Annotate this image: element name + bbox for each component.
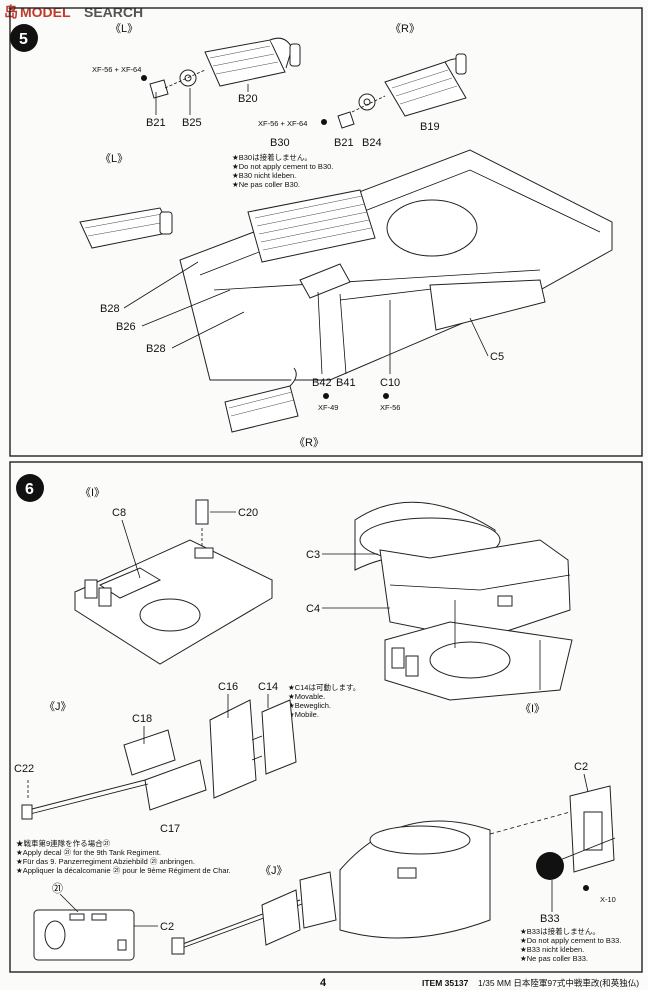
part-c16: C16 [218, 681, 238, 693]
turret-floor-plate [73, 499, 274, 665]
side-L-mid: 《L》 [100, 152, 128, 165]
note-b30-line4: ★Ne pas coller B30. [232, 180, 300, 189]
side-J-bottom: 《J》 [260, 864, 288, 877]
part-c22: C22 [14, 763, 34, 775]
part-c2-right: C2 [574, 761, 588, 773]
step6-badge [16, 474, 44, 502]
note-decal-line1: ★戦車第9連隊を作る場合㉑ [16, 838, 111, 848]
note-c14-line3: ★Beweglich. [288, 701, 331, 710]
part-c4: C4 [306, 603, 320, 615]
note-b33-line2: ★Do not apply cement to B33. [520, 936, 621, 945]
part-b21-left: B21 [146, 117, 166, 129]
note-b30-line2: ★Do not apply cement to B30. [232, 162, 333, 171]
muffler-right-assembly [321, 53, 467, 129]
note-b33-line4: ★Ne pas coller B33. [520, 954, 588, 963]
part-c3: C3 [306, 549, 320, 561]
part-c2-left: C2 [160, 921, 174, 933]
note-b30: ★B30は接着しません。 ★Do not apply cement to B30… [232, 152, 333, 189]
note-decal: ★戦車第9連隊を作る場合㉑ ★Apply decal ㉑ for the 9th… [16, 838, 231, 875]
note-b30-line1: ★B30は接着しません。 [232, 152, 312, 162]
decal-21: ㉑ [52, 882, 63, 895]
watermark-brand: MODEL [20, 4, 71, 20]
part-b24: B24 [362, 137, 382, 149]
side-R-top: 《R》 [390, 22, 420, 35]
side-L-top: 《L》 [110, 22, 138, 35]
side-I-right: 《I》 [520, 702, 545, 715]
part-c8: C8 [112, 507, 126, 519]
note-decal-line2: ★Apply decal ㉑ for the 9th Tank Regiment… [16, 848, 161, 857]
paint-top-right: XF-56 + XF-64 [258, 119, 307, 128]
turret-upper-assembly [354, 501, 573, 701]
hull-body [79, 149, 613, 433]
paint-x10: X-10 [600, 895, 616, 904]
note-c14: ★C14は可動します。 ★Movable. ★Beweglich. ★Mobil… [288, 683, 360, 719]
note-b30-line3: ★B30 nicht kleben. [232, 171, 296, 180]
watermark-search: SEARCH [84, 4, 143, 20]
step6-panel [9, 461, 643, 973]
part-c5: C5 [490, 351, 504, 363]
item-number: ITEM 35137 [422, 978, 469, 988]
part-c20: C20 [238, 507, 258, 519]
note-decal-line3: ★Für das 9. Panzerregiment Abziehbild ㉑ … [16, 857, 195, 866]
part-b25: B25 [182, 117, 202, 129]
watermark: 岛 MODEL SEARCH [4, 4, 143, 20]
note-c14-line4: ★Mobile. [288, 710, 319, 719]
part-b42: B42 [312, 377, 332, 389]
step5-badge-number: 5 [19, 31, 28, 48]
item-title: 1/35 MM 日本陸軍97式中戦車改(和英独仏) [478, 978, 639, 988]
rear-plate-c2 [33, 909, 135, 961]
side-R-bottom: 《R》 [294, 436, 324, 449]
turret-completed [171, 785, 616, 955]
part-c14: C14 [258, 681, 278, 693]
note-decal-line4: ★Appliquer la décalcomanie ㉑ pour le 9èm… [16, 866, 231, 875]
muffler-left-assembly [141, 37, 301, 99]
watermark-left: 岛 [4, 4, 18, 20]
step5-panel [9, 7, 643, 457]
part-c17: C17 [160, 823, 180, 835]
note-b33-line1: ★B33は接着しません。 [520, 926, 600, 936]
part-b21-right: B21 [334, 137, 354, 149]
note-b33: ★B33は接着しません。 ★Do not apply cement to B33… [520, 926, 621, 963]
part-b19: B19 [420, 121, 440, 133]
part-b30: B30 [270, 137, 290, 149]
part-b26: B26 [116, 321, 136, 333]
side-J-left: 《J》 [44, 700, 72, 713]
part-b28-top: B28 [100, 303, 120, 315]
step5-badge [10, 24, 38, 52]
part-b20: B20 [238, 93, 258, 105]
page-footer: 4 ITEM 35137 1/35 MM 日本陸軍97式中戦車改(和英独仏) [320, 977, 639, 989]
page-number: 4 [320, 977, 327, 989]
part-c10: C10 [380, 377, 400, 389]
part-b28-bottom: B28 [146, 343, 166, 355]
part-b33: B33 [540, 913, 560, 925]
part-c18: C18 [132, 713, 152, 725]
gun-mantlet-assembly [21, 699, 297, 820]
paint-xf56: XF-56 [380, 403, 400, 412]
step6-badge-number: 6 [25, 481, 34, 498]
side-I-top: 《I》 [80, 486, 105, 499]
paint-top-left: XF-56 + XF-64 [92, 65, 141, 74]
paint-xf49: XF-49 [318, 403, 338, 412]
part-b41: B41 [336, 377, 356, 389]
note-c14-line2: ★Movable. [288, 692, 325, 701]
note-c14-line1: ★C14は可動します。 [288, 683, 360, 692]
note-b33-line3: ★B33 nicht kleben. [520, 945, 584, 954]
